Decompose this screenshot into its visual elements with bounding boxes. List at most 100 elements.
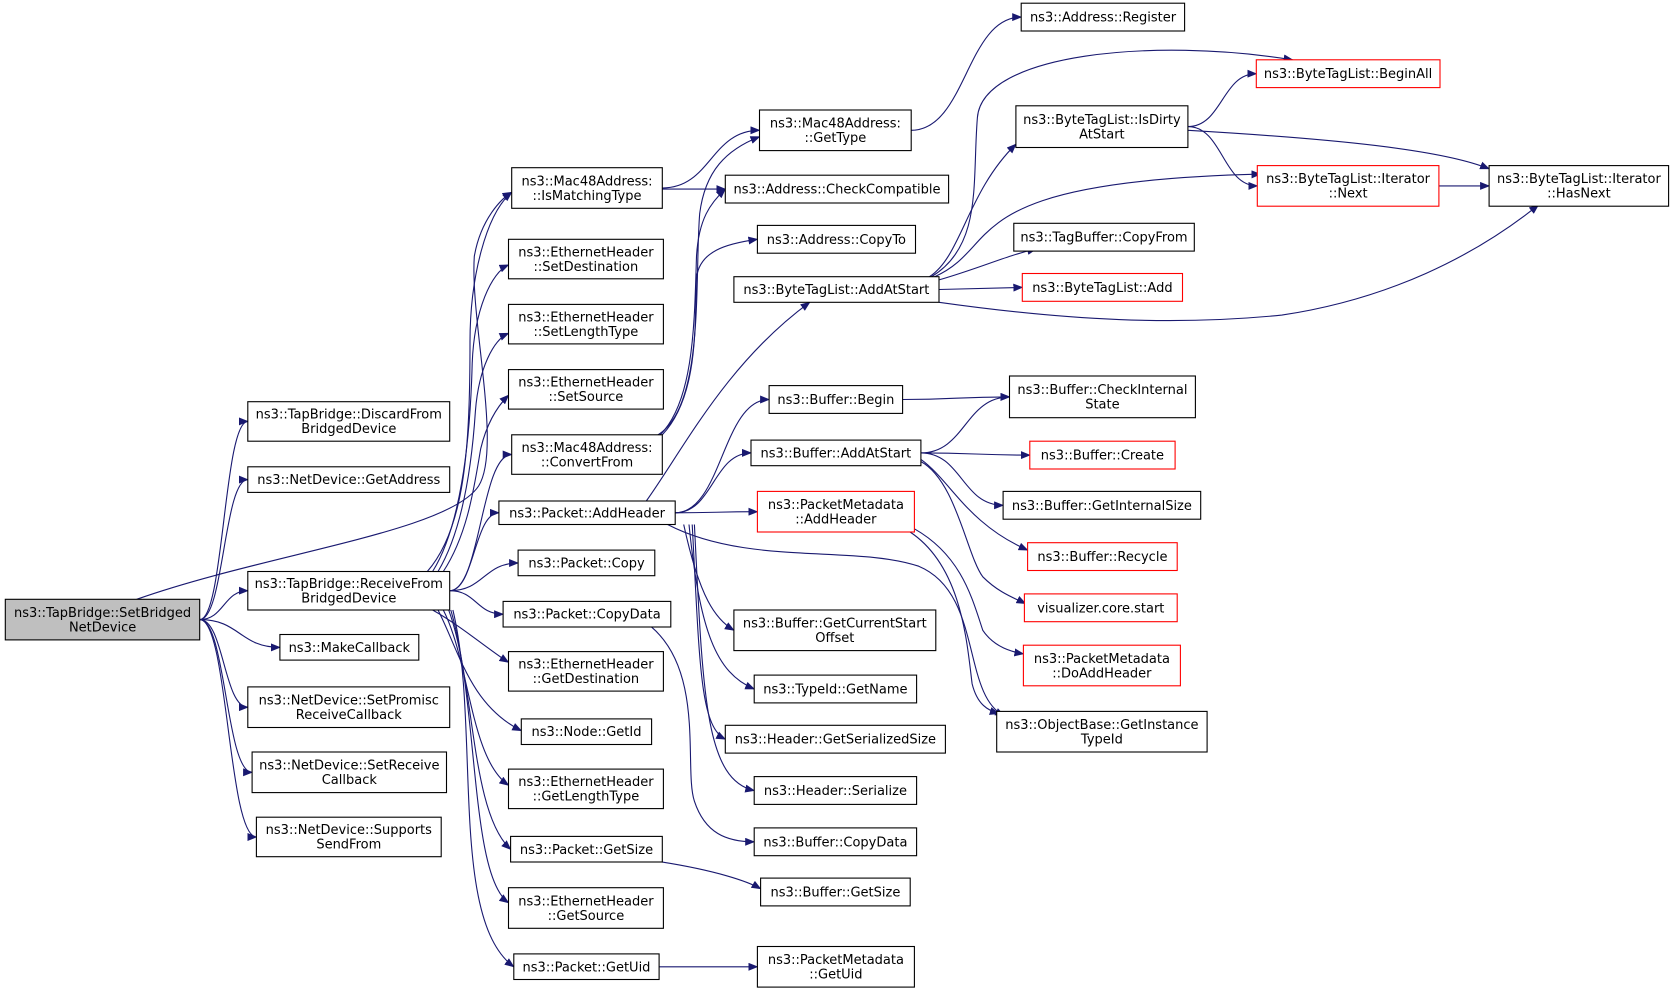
node-checkcompat[interactable]: ns3::Address::CheckCompatible [724,174,950,204]
edge-receivefrom-to-getdest [432,609,510,663]
node-box [753,776,918,805]
node-label: ns3::Buffer::Recycle [1037,550,1167,565]
node-box [756,490,915,533]
node-getdest[interactable]: ns3::EthernetHeader::GetDestination [507,651,664,692]
node-getaddress[interactable]: ns3::NetDevice::GetAddress [247,466,451,493]
node-label: ns3::EthernetHeader [518,376,654,391]
node-box [1488,165,1670,207]
node-hdr_serialize[interactable]: ns3::Header::Serialize [753,776,918,805]
node-label: ::SetLengthType [533,325,638,340]
node-box [756,224,917,254]
node-buf_getinternal[interactable]: ns3::Buffer::GetInternalSize [1002,490,1202,520]
node-label: ns3::Mac48Address: [521,441,652,456]
node-setlength[interactable]: ns3::EthernetHeader::SetLengthType [507,303,664,345]
node-btl_addatstart[interactable]: ns3::ByteTagList::AddAtStart [733,276,940,303]
edge-btl_addatstart-to-btl_add [938,283,1024,292]
edge-ismatching-to-gettype [662,126,761,189]
node-setdest[interactable]: ns3::EthernetHeader::SetDestination [507,238,664,280]
node-box [511,434,663,475]
edge-addheader-to-buf_addatstart [675,448,752,514]
node-label: ns3::Packet::AddHeader [509,506,665,521]
node-buf_copydata[interactable]: ns3::Buffer::CopyData [753,827,918,857]
edge-receivefrom-to-getsource [450,609,510,904]
node-label: ns3::ObjectBase::GetInstance [1005,718,1198,733]
node-btl_iter_hasnext[interactable]: ns3::ByteTagList::Iterator::HasNext [1488,165,1670,207]
node-visualizer[interactable]: visualizer.core.start [1023,593,1178,623]
node-buf_addatstart[interactable]: ns3::Buffer::AddAtStart [750,439,922,467]
edge-receivefrom-to-getid [437,609,523,732]
node-setsource[interactable]: ns3::EthernetHeader::SetSource [507,369,664,410]
edge-pm_addheader-to-pm_doaddheader [914,528,1025,657]
node-ismatching[interactable]: ns3::Mac48Address:::IsMatchingType [511,167,663,209]
node-buf_recycle[interactable]: ns3::Buffer::Recycle [1027,542,1178,572]
node-btl_iter_next[interactable]: ns3::ByteTagList::Iterator::Next [1256,165,1440,207]
node-getsize[interactable]: ns3::Packet::GetSize [510,835,663,863]
node-label: ns3::Address::Register [1030,11,1177,26]
node-label: ::Next [1329,187,1368,202]
node-getid[interactable]: ns3::Node::GetId [520,718,653,746]
node-copyto[interactable]: ns3::Address::CopyTo [756,224,917,254]
node-setpromisc[interactable]: ns3::NetDevice::SetPromiscReceiveCallbac… [247,686,451,729]
edge-buf_begin-to-buf_checkinternal [902,392,1011,401]
node-box [1022,644,1181,687]
node-label: BridgedDevice [301,592,396,607]
node-label: ns3::TapBridge::ReceiveFrom [255,577,443,592]
node-buf_begin[interactable]: ns3::Buffer::Begin [768,385,904,414]
node-buf_getsize[interactable]: ns3::Buffer::GetSize [760,877,911,907]
node-convertfrom[interactable]: ns3::Mac48Address:::ConvertFrom [511,434,663,475]
node-label: ns3::TypeId::GetName [763,683,907,698]
node-typeid_getname[interactable]: ns3::TypeId::GetName [753,674,918,704]
node-label: ns3::Packet::CopyData [513,608,660,623]
node-label: Callback [322,773,378,788]
node-copy[interactable]: ns3::Packet::Copy [517,549,656,577]
node-addheader[interactable]: ns3::Packet::AddHeader [498,500,676,526]
edge-btl_addatstart-to-btl_iter_next [934,170,1262,278]
node-addr_register[interactable]: ns3::Address::Register [1020,2,1186,32]
node-label: SendFrom [316,838,381,853]
node-buf_create[interactable]: ns3::Buffer::Create [1029,440,1176,470]
node-box [756,945,915,988]
node-box [733,609,937,652]
node-getuid[interactable]: ns3::Packet::GetUid [513,953,660,981]
node-getsource[interactable]: ns3::EthernetHeader::GetSource [507,887,664,929]
node-box [507,238,664,280]
node-getlengthtype[interactable]: ns3::EthernetHeader::GetLengthType [507,768,664,810]
node-label: ns3::Buffer::GetCurrentStart [743,617,927,632]
edge-receivefrom-to-getlengthtype [442,609,510,786]
edge-setbridged-to-makecallback [199,619,281,652]
node-btl_beginall[interactable]: ns3::ByteTagList::BeginAll [1255,59,1441,89]
node-label: AtStart [1079,127,1125,142]
node-label: ns3::Header::Serialize [764,784,907,799]
node-hdr_getser[interactable]: ns3::Header::GetSerializedSize [724,724,946,754]
node-box [502,600,672,628]
node-btl_add[interactable]: ns3::ByteTagList::Add [1021,272,1184,302]
node-box [753,827,918,857]
node-pm_doaddheader[interactable]: ns3::PacketMetadata::DoAddHeader [1022,644,1181,687]
node-label: ns3::ByteTagList::Iterator [1497,172,1662,187]
function-nodes: ns3::TapBridge::SetBridgedNetDevicens3::… [4,2,1670,988]
node-box [1255,59,1441,89]
node-box [511,167,663,209]
node-tagbuf_copyfrom[interactable]: ns3::TagBuffer::CopyFrom [1013,222,1195,252]
node-box [247,570,451,611]
node-pm_addheader[interactable]: ns3::PacketMetadata::AddHeader [756,490,915,533]
node-box [750,439,922,467]
node-pm_getuid[interactable]: ns3::PacketMetadata::GetUid [756,945,915,988]
node-label: ns3::Address::CopyTo [767,233,906,248]
node-makecallback[interactable]: ns3::MakeCallback [279,633,420,661]
node-label: ::DoAddHeader [1052,666,1152,681]
node-label: ::SetDestination [534,260,639,275]
node-label: ns3::Buffer::GetSize [770,886,900,901]
node-box [279,633,420,661]
node-copydata[interactable]: ns3::Packet::CopyData [502,600,672,628]
node-gettype[interactable]: ns3::Mac48Address:::GetType [758,109,912,152]
